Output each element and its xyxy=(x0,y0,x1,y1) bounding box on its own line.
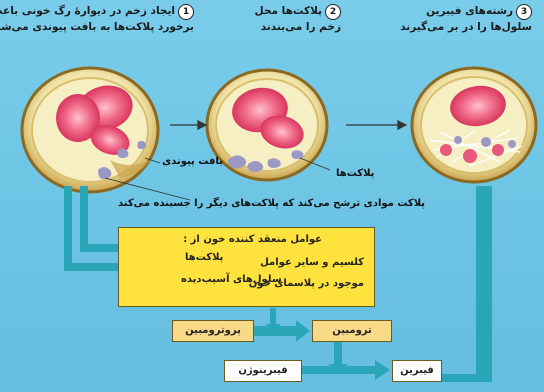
fibrin-box: فیبرین xyxy=(392,360,442,382)
vessel-1 xyxy=(22,68,158,192)
factors-left-2: سلول‌های آسیب‌دیده xyxy=(181,274,282,285)
thrombin-box: ترومبین xyxy=(312,320,392,342)
vessel-2 xyxy=(207,70,327,180)
clotting-factors-box: عوامل منعقد کننده خون از : کلسیم و سایر … xyxy=(118,227,375,307)
fibrinogen-box: فیبرینوژن xyxy=(224,360,302,382)
connective-tissue-label: بافت پیوندی xyxy=(162,156,223,167)
factors-left-1: پلاکت‌ها xyxy=(185,252,223,263)
platelets-label: پلاکت‌ها xyxy=(336,168,374,179)
factors-right-1: کلسیم و سایر عوامل xyxy=(260,257,364,268)
secretion-label: پلاکت موادی ترشح می‌کند که پلاکت‌های دیگ… xyxy=(118,198,425,209)
prothrombin-box: پروترومبین xyxy=(172,320,254,342)
factors-title: عوامل منعقد کننده خون از : xyxy=(183,234,322,245)
vessel-3 xyxy=(412,68,536,182)
